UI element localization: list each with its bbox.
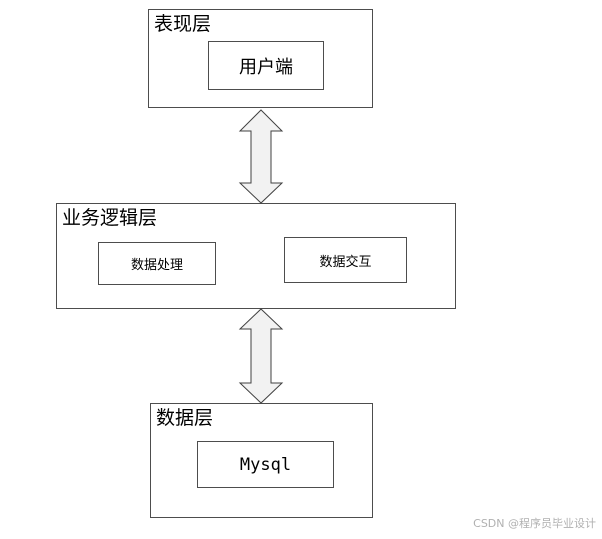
data-layer: 数据层 Mysql [150,403,373,518]
client-node-label: 用户端 [239,56,293,78]
data-interaction-node-label: 数据交互 [319,254,372,270]
presentation-logic-double-arrow [238,109,284,204]
presentation-layer: 表现层 用户端 [148,9,373,108]
mysql-node-label: Mysql [239,454,292,475]
data-processing-node: 数据处理 [98,242,216,285]
business-logic-layer-title: 业务逻辑层 [62,207,158,229]
client-node: 用户端 [208,41,324,90]
logic-data-double-arrow [238,308,284,404]
data-layer-title: 数据层 [156,407,214,429]
business-logic-layer: 业务逻辑层 数据处理 数据交互 [56,203,456,309]
presentation-layer-title: 表现层 [154,13,212,35]
data-processing-node-label: 数据处理 [130,258,183,273]
data-interaction-node: 数据交互 [284,237,407,283]
watermark: CSDN @程序员毕业设计 [473,517,596,530]
mysql-node: Mysql [197,441,334,488]
